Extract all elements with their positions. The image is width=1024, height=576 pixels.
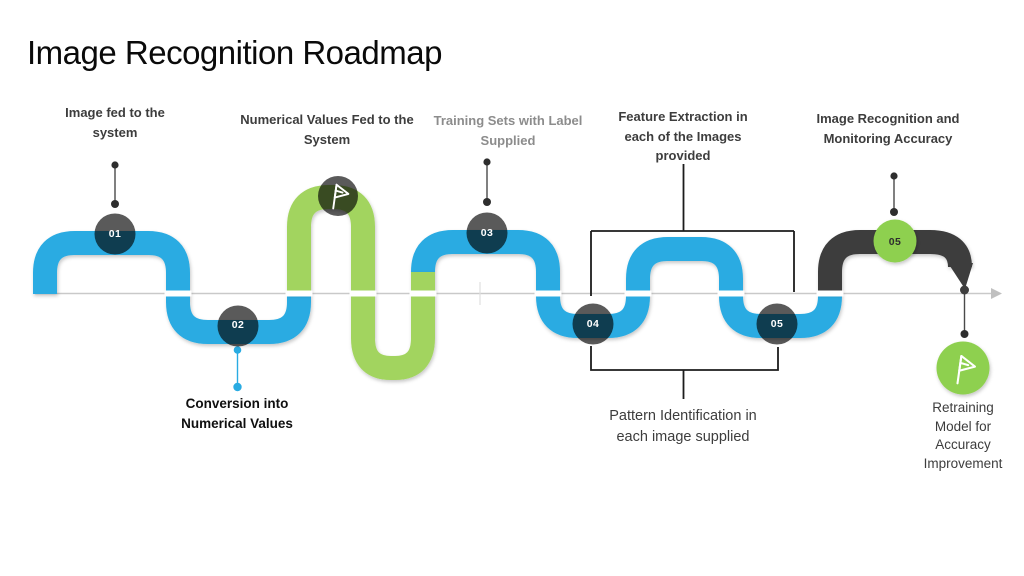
node-04-number: 04 xyxy=(587,318,599,330)
road-blue xyxy=(33,230,842,344)
label-step2: Conversion into Numerical Values xyxy=(181,396,293,432)
road-blue-segment-1 xyxy=(33,231,311,344)
page-title: Image Recognition Roadmap xyxy=(27,34,442,71)
connector-dot xyxy=(483,198,491,206)
road-green-segment xyxy=(287,185,435,380)
node-02-number: 02 xyxy=(232,319,244,331)
node-06-number: 05 xyxy=(889,236,901,248)
bracket-frame xyxy=(590,164,795,399)
road-blue-segment-2 xyxy=(411,230,842,338)
green-node: 05 xyxy=(873,219,917,263)
node-06 xyxy=(873,219,917,263)
connector-step1 xyxy=(111,161,119,208)
connector-dot xyxy=(111,161,119,169)
label-step5: Pattern Identification in each image sup… xyxy=(609,408,757,445)
label-step1: Image fed to the system xyxy=(65,105,165,140)
timeline-arrowhead-icon xyxy=(991,288,1002,299)
connector-step2 xyxy=(233,346,242,392)
bracket-bottom xyxy=(590,346,779,371)
node-numbers: 01 02 03 04 05 xyxy=(109,227,783,331)
flag-icon xyxy=(332,183,350,210)
node-05-number: 05 xyxy=(771,318,783,330)
road-green xyxy=(287,185,435,380)
node-04 xyxy=(572,303,614,345)
node-03-number: 03 xyxy=(481,227,493,239)
road-dark-taper xyxy=(948,263,973,289)
label-flag1: Numerical Values Fed to the System xyxy=(240,112,414,147)
label-step3: Training Sets with Label Supplied xyxy=(433,113,583,148)
connector-dot xyxy=(233,382,242,392)
axis-gap-strips xyxy=(164,290,844,297)
connector-dot xyxy=(960,330,969,338)
connector-step6 xyxy=(890,172,898,216)
node-02 xyxy=(217,305,259,347)
label-final: Retraining Model for Accuracy Improvemen… xyxy=(923,400,1003,471)
connector-dot xyxy=(890,208,898,216)
connector-dot xyxy=(483,158,491,166)
label-step6: Image Recognition and Monitoring Accurac… xyxy=(816,111,960,146)
node-05 xyxy=(756,303,798,345)
flag-circle-green xyxy=(936,341,990,395)
road-dark xyxy=(818,230,973,295)
road-dark-tail-dot xyxy=(960,285,969,295)
node-03 xyxy=(466,212,508,254)
connector-final xyxy=(960,293,969,338)
flag-marker-final xyxy=(936,341,990,395)
flag-icon xyxy=(956,354,976,385)
connector-dot xyxy=(233,346,242,354)
label-step4: Feature Extraction in each of the Images… xyxy=(618,109,748,163)
node-01 xyxy=(94,213,136,255)
milestone-nodes xyxy=(94,176,798,347)
connector-step3 xyxy=(483,158,491,206)
connector-dot xyxy=(111,200,119,208)
connector-dot xyxy=(890,172,898,180)
node-01-number: 01 xyxy=(109,228,121,240)
road-dark-segment xyxy=(818,230,972,294)
